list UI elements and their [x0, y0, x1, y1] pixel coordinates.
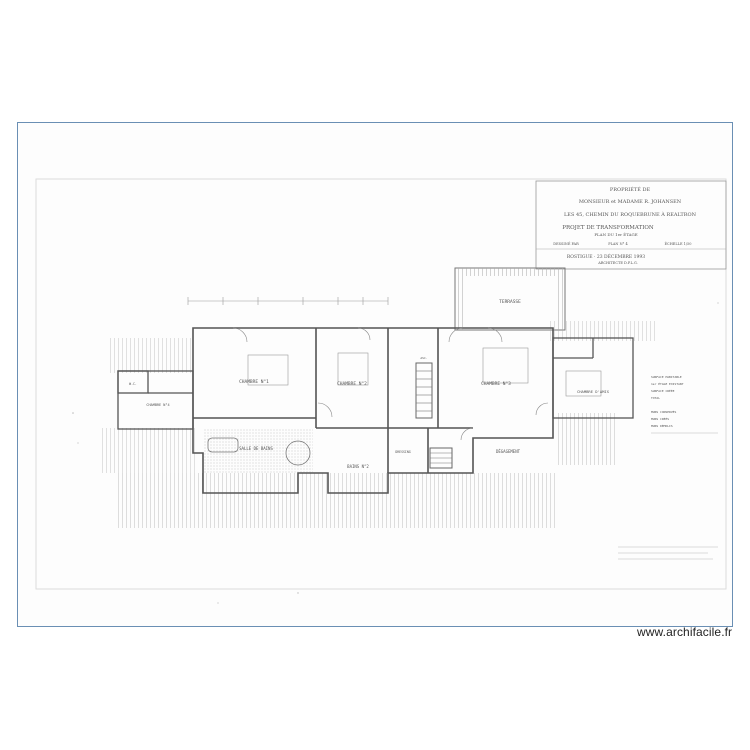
drawing-sheet: PROPRIÉTÉ DE MONSIEUR et MADAME R. JOHAN… [17, 122, 733, 627]
terrace-label: TERRASSE [499, 299, 521, 305]
roof-right-top [548, 321, 658, 341]
room-label-chambre1: CHAMBRE N°1 [239, 379, 269, 385]
room-label-ascenseur: ASC. [420, 356, 427, 360]
roof-left-top [108, 338, 193, 373]
bathroom-area [203, 428, 313, 473]
notes-block: SURFACE HABITABLE 1er ÉTAGE EXISTANT SUR… [651, 375, 718, 434]
roof-right [556, 413, 616, 465]
room-label-chambre2: CHAMBRE N°2 [337, 381, 367, 387]
room-label-chambre4: CHAMBRE N°4 [146, 403, 169, 407]
roof-left [100, 428, 195, 473]
watermark-text: www.archifacile.fr [637, 625, 733, 639]
note-7: MURS DÉMOLIS [651, 423, 673, 428]
dimension-lines [187, 297, 389, 305]
scan-specks [72, 302, 719, 604]
terrace: TERRASSE [454, 267, 566, 331]
note-4: TOTAL [651, 396, 660, 400]
scan-border [35, 178, 727, 590]
note-3: SURFACE CRÉÉE [651, 388, 675, 393]
note-6: MURS CRÉÉS [651, 416, 669, 421]
legend-lines [618, 546, 718, 560]
title-meta-left: DESSINÉ PAR [553, 241, 579, 246]
title-stamp: ROSTIGUE · 23 DÉCEMBRE 1993 [567, 252, 645, 260]
room-label-wc: W.C. [129, 382, 137, 386]
room-label-bains2: BAINS N°2 [347, 464, 369, 469]
floor-plan-drawing: PROPRIÉTÉ DE MONSIEUR et MADAME R. JOHAN… [35, 178, 727, 604]
room-label-salle-bain: SALLE DE BAINS [239, 446, 273, 451]
note-5: MURS CONSERVÉS [651, 409, 676, 414]
title-plan-of: PLAN DU 1er ÉTAGE [594, 232, 637, 237]
title-stamp2: ARCHITECTE D.P.L.G. [597, 261, 638, 265]
title-line1: PROPRIÉTÉ DE [610, 185, 651, 193]
title-block: PROPRIÉTÉ DE MONSIEUR et MADAME R. JOHAN… [535, 180, 727, 270]
title-meta-mid: PLAN N° 4 [608, 242, 628, 246]
room-label-dressing: DRESSING [395, 450, 410, 454]
note-2: 1er ÉTAGE EXISTANT [651, 381, 684, 386]
room-label-chambre5: CHAMBRE D'AMIS [577, 389, 610, 394]
staircase [415, 362, 453, 469]
furniture [247, 347, 602, 397]
title-line3: LES 45, CHEMIN DU ROQUEBRUNE À REALTRON [564, 211, 697, 218]
room-label-degagement: DÉGAGEMENT [496, 449, 521, 454]
room-label-chambre3: CHAMBRE N°3 [481, 381, 511, 387]
roof-bottom [118, 473, 556, 528]
left-wing-walls [117, 370, 194, 430]
note-1: SURFACE HABITABLE [651, 375, 682, 379]
right-wing-walls [552, 337, 634, 419]
title-meta-right: ÉCHELLE 1/50 [664, 241, 691, 246]
title-line2: MONSIEUR et MADAME R. JOHANSEN [579, 199, 682, 205]
door-swings [232, 327, 549, 441]
title-project: PROJET DE TRANSFORMATION [562, 225, 654, 231]
